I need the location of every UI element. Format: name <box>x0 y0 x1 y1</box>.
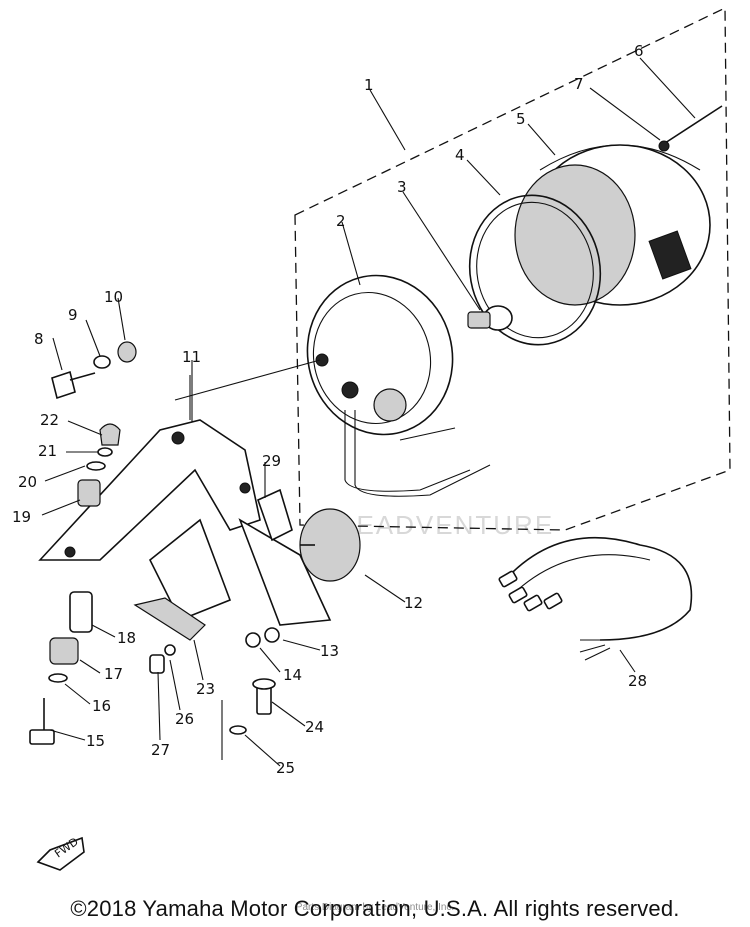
part-label: 20 <box>18 473 37 491</box>
watermark-subtext: Parts Diagram by LeadVenture, Inc. <box>295 902 455 913</box>
part-label: 16 <box>92 697 111 715</box>
wire-harness-part <box>498 536 693 661</box>
forward-direction-icon: FWD <box>36 835 85 871</box>
part-label: 5 <box>516 110 526 128</box>
part-label: 2 <box>336 212 346 230</box>
leader-lines <box>41 57 696 767</box>
reflector-part <box>299 508 361 582</box>
part-label: 21 <box>38 442 57 460</box>
screw-part <box>658 105 723 152</box>
part-label: 7 <box>574 75 584 93</box>
left-hardware-stack <box>29 341 137 745</box>
part-label: 25 <box>276 759 295 777</box>
part-label: 14 <box>283 666 302 684</box>
collar-part <box>149 654 165 674</box>
part-label: 19 <box>12 508 31 526</box>
part-label: 28 <box>628 672 647 690</box>
washer-part <box>245 632 261 648</box>
part-label: 6 <box>634 42 644 60</box>
part-label: 26 <box>175 710 194 728</box>
part-label: 29 <box>262 452 281 470</box>
headlight-stay-part <box>38 359 332 626</box>
part-label: 9 <box>68 306 78 324</box>
part-label: 23 <box>196 680 215 698</box>
copyright-text: ©2018 Yamaha Motor Corporation, U.S.A. A… <box>70 896 680 921</box>
headlight-housing-part <box>514 144 711 306</box>
part-label: 3 <box>397 178 407 196</box>
part-label: 27 <box>151 741 170 759</box>
part-label: 10 <box>104 288 123 306</box>
part-label: 11 <box>182 348 201 366</box>
small-washer-part <box>164 644 176 656</box>
headlight-assembly-outline <box>294 6 731 531</box>
rim-ring-part <box>468 194 602 346</box>
part-label: 17 <box>104 665 123 683</box>
part-label: 8 <box>34 330 44 348</box>
headlight-unit-part <box>306 274 491 497</box>
bolt-part <box>252 678 276 715</box>
part-label: 1 <box>364 76 374 94</box>
part-label: 24 <box>305 718 324 736</box>
nut-part <box>264 627 280 643</box>
part-label: 22 <box>40 411 59 429</box>
bulb-part <box>467 305 513 331</box>
damper-bracket-part <box>133 597 206 641</box>
part-label: 18 <box>117 629 136 647</box>
part-label: 12 <box>404 594 423 612</box>
part-number-labels: 1 2 3 4 5 6 7 8 9 10 11 12 13 14 15 16 1… <box>12 42 647 777</box>
part-label: 4 <box>455 146 465 164</box>
lock-washer-part <box>229 725 247 735</box>
stay-plate-part <box>257 488 293 542</box>
watermark: LEADVENTURE <box>340 510 555 540</box>
part-label: 13 <box>320 642 339 660</box>
part-label: 15 <box>86 732 105 750</box>
